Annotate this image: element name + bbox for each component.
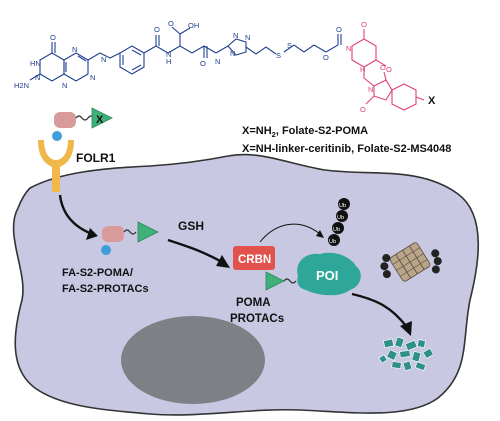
- gsh-arrow: [167, 238, 223, 264]
- atom-label: O: [50, 33, 56, 42]
- atom-label: N: [233, 31, 238, 40]
- atom-label: O: [168, 19, 174, 28]
- drug-triangle: [91, 107, 113, 129]
- atom-label: S: [276, 51, 281, 60]
- atom-label: N: [72, 45, 77, 54]
- atom-label: N: [90, 73, 95, 82]
- molecule-structure: [29, 26, 342, 82]
- atom-label: N: [62, 81, 67, 90]
- atom-label: N: [245, 33, 250, 42]
- crbn-box: [233, 246, 275, 270]
- ub-label: Ub: [339, 203, 346, 209]
- molecule-x-label: X: [428, 95, 436, 107]
- atom-label: N: [346, 44, 351, 53]
- folate-conjugate-inside: [101, 221, 159, 255]
- atom-label: N: [215, 57, 220, 66]
- atom-label: O: [361, 20, 367, 29]
- atom-label: O: [200, 59, 206, 68]
- atom-label: N: [101, 55, 106, 64]
- linker-squiggle: [75, 115, 95, 121]
- atom-label: HN: [30, 59, 41, 68]
- atom-label: O: [380, 63, 386, 72]
- ub-label: Ub: [337, 215, 344, 221]
- folate-dot: [52, 131, 62, 141]
- linker-squiggle: [123, 229, 137, 235]
- gsh-arrowhead: [216, 255, 230, 268]
- conjugate-label-line2: FA-S2-PROTACs: [62, 283, 149, 295]
- atom-label: O: [336, 25, 342, 34]
- atom-label: O: [360, 105, 366, 114]
- atom-label: H2N: [14, 81, 29, 90]
- atom-label: N: [230, 49, 235, 58]
- atom-label: N: [368, 85, 373, 94]
- folate-conjugate-top: X: [52, 107, 113, 141]
- degradation-arrow: [351, 292, 407, 327]
- definition-line-1: X=NH2, Folate-S2-POMA: [242, 125, 368, 139]
- conjugate-label-line1: FA-S2-POMA/: [62, 267, 133, 279]
- pomalidomide-atom-labels: N O O O H N O: [346, 20, 392, 114]
- poi-label: POI: [316, 268, 338, 283]
- folate-blob: [102, 226, 124, 242]
- definition-line-2: X=NH-linker-ceritinib, Folate-S2-MS4048: [242, 143, 451, 155]
- atom-label: H: [360, 65, 365, 74]
- x-marker-label: X: [96, 114, 104, 126]
- atom-label: H: [166, 57, 171, 66]
- proteasome: [380, 242, 442, 282]
- ubiquitin-transfer-arrow: [259, 223, 321, 243]
- folate-blob: [54, 112, 76, 128]
- molecule-atom-labels: N N N N HN O H2N N O OH O H N N N N N S …: [14, 19, 342, 90]
- atom-label: N: [166, 50, 171, 59]
- internalization-arrow: [58, 194, 93, 236]
- folr1-label: FOLR1: [76, 151, 116, 165]
- gsh-label: GSH: [178, 219, 204, 233]
- atom-label: O: [386, 65, 392, 74]
- atom-label: N: [35, 73, 40, 82]
- poi-shape: [297, 252, 361, 296]
- released-label-line1: POMA: [236, 297, 271, 309]
- ub-label: Ub: [333, 227, 340, 233]
- atom-label: O: [323, 53, 329, 62]
- crbn-label: CRBN: [238, 254, 271, 266]
- ubiquitin-transfer-arrowhead: [316, 230, 324, 238]
- nucleus: [121, 316, 265, 404]
- folate-dot: [101, 245, 111, 255]
- atom-label: O: [154, 25, 160, 34]
- released-protac-triangle: [265, 271, 285, 291]
- degradation-arrowhead: [400, 321, 412, 336]
- drug-triangle: [137, 221, 159, 243]
- degraded-fragments: [378, 336, 434, 372]
- pomalidomide-structure: [351, 29, 425, 111]
- released-label-line2: PROTACs: [230, 313, 284, 325]
- folr1-receptor: [38, 140, 74, 192]
- released-protac-linker: [283, 278, 297, 284]
- internalization-arrowhead: [86, 228, 98, 240]
- ubiquitin-chain: Ub Ub Ub Ub: [328, 198, 350, 246]
- atom-label: OH: [188, 21, 199, 30]
- ub-label: Ub: [329, 239, 336, 245]
- atom-label: S: [287, 41, 292, 50]
